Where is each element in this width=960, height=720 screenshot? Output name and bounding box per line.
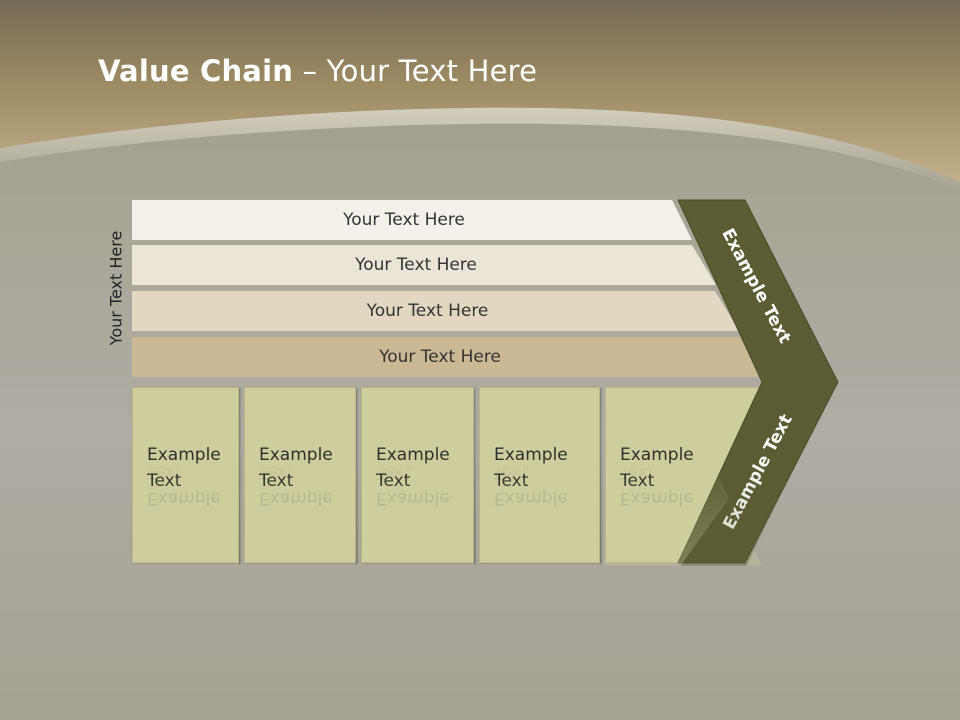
header-band <box>0 0 960 190</box>
support-activity-bar-3: Your Text Here <box>132 291 739 331</box>
support-activity-text: Your Text Here <box>343 210 465 230</box>
primary-activity-3: Example Text <box>361 387 474 563</box>
slide-title: Value Chain – Your Text Here <box>98 54 537 88</box>
support-activity-bar-4: Your Text Here <box>132 337 764 377</box>
support-activity-text: Your Text Here <box>355 255 477 275</box>
primary-activity-text: Example Text <box>147 442 247 494</box>
support-activity-text: Your Text Here <box>379 347 501 367</box>
support-activity-text: Your Text Here <box>366 301 489 321</box>
support-activity-bar-2: Your Text Here <box>132 245 716 285</box>
slide-title-bold: Value Chain <box>98 54 294 88</box>
primary-activity-2: Example Text <box>244 387 356 563</box>
slide-title-rest: – Your Text Here <box>293 54 538 88</box>
support-activity-bar-1: Your Text Here <box>132 200 692 240</box>
primary-activity-text: Example Text <box>259 442 359 494</box>
margin-chevron-reflection <box>678 456 800 566</box>
primary-activity-text: Example Text <box>494 442 594 494</box>
primary-activity-text: Example Text <box>376 442 476 494</box>
primary-activity-1: Example Text <box>132 387 239 563</box>
primary-activity-text: Example Text <box>620 442 720 494</box>
columns-reflection: Example Text Example Text Example Text E… <box>0 390 960 566</box>
primary-activity-4: Example Text <box>479 387 600 563</box>
support-activities-label: Your Text Here <box>106 230 126 346</box>
